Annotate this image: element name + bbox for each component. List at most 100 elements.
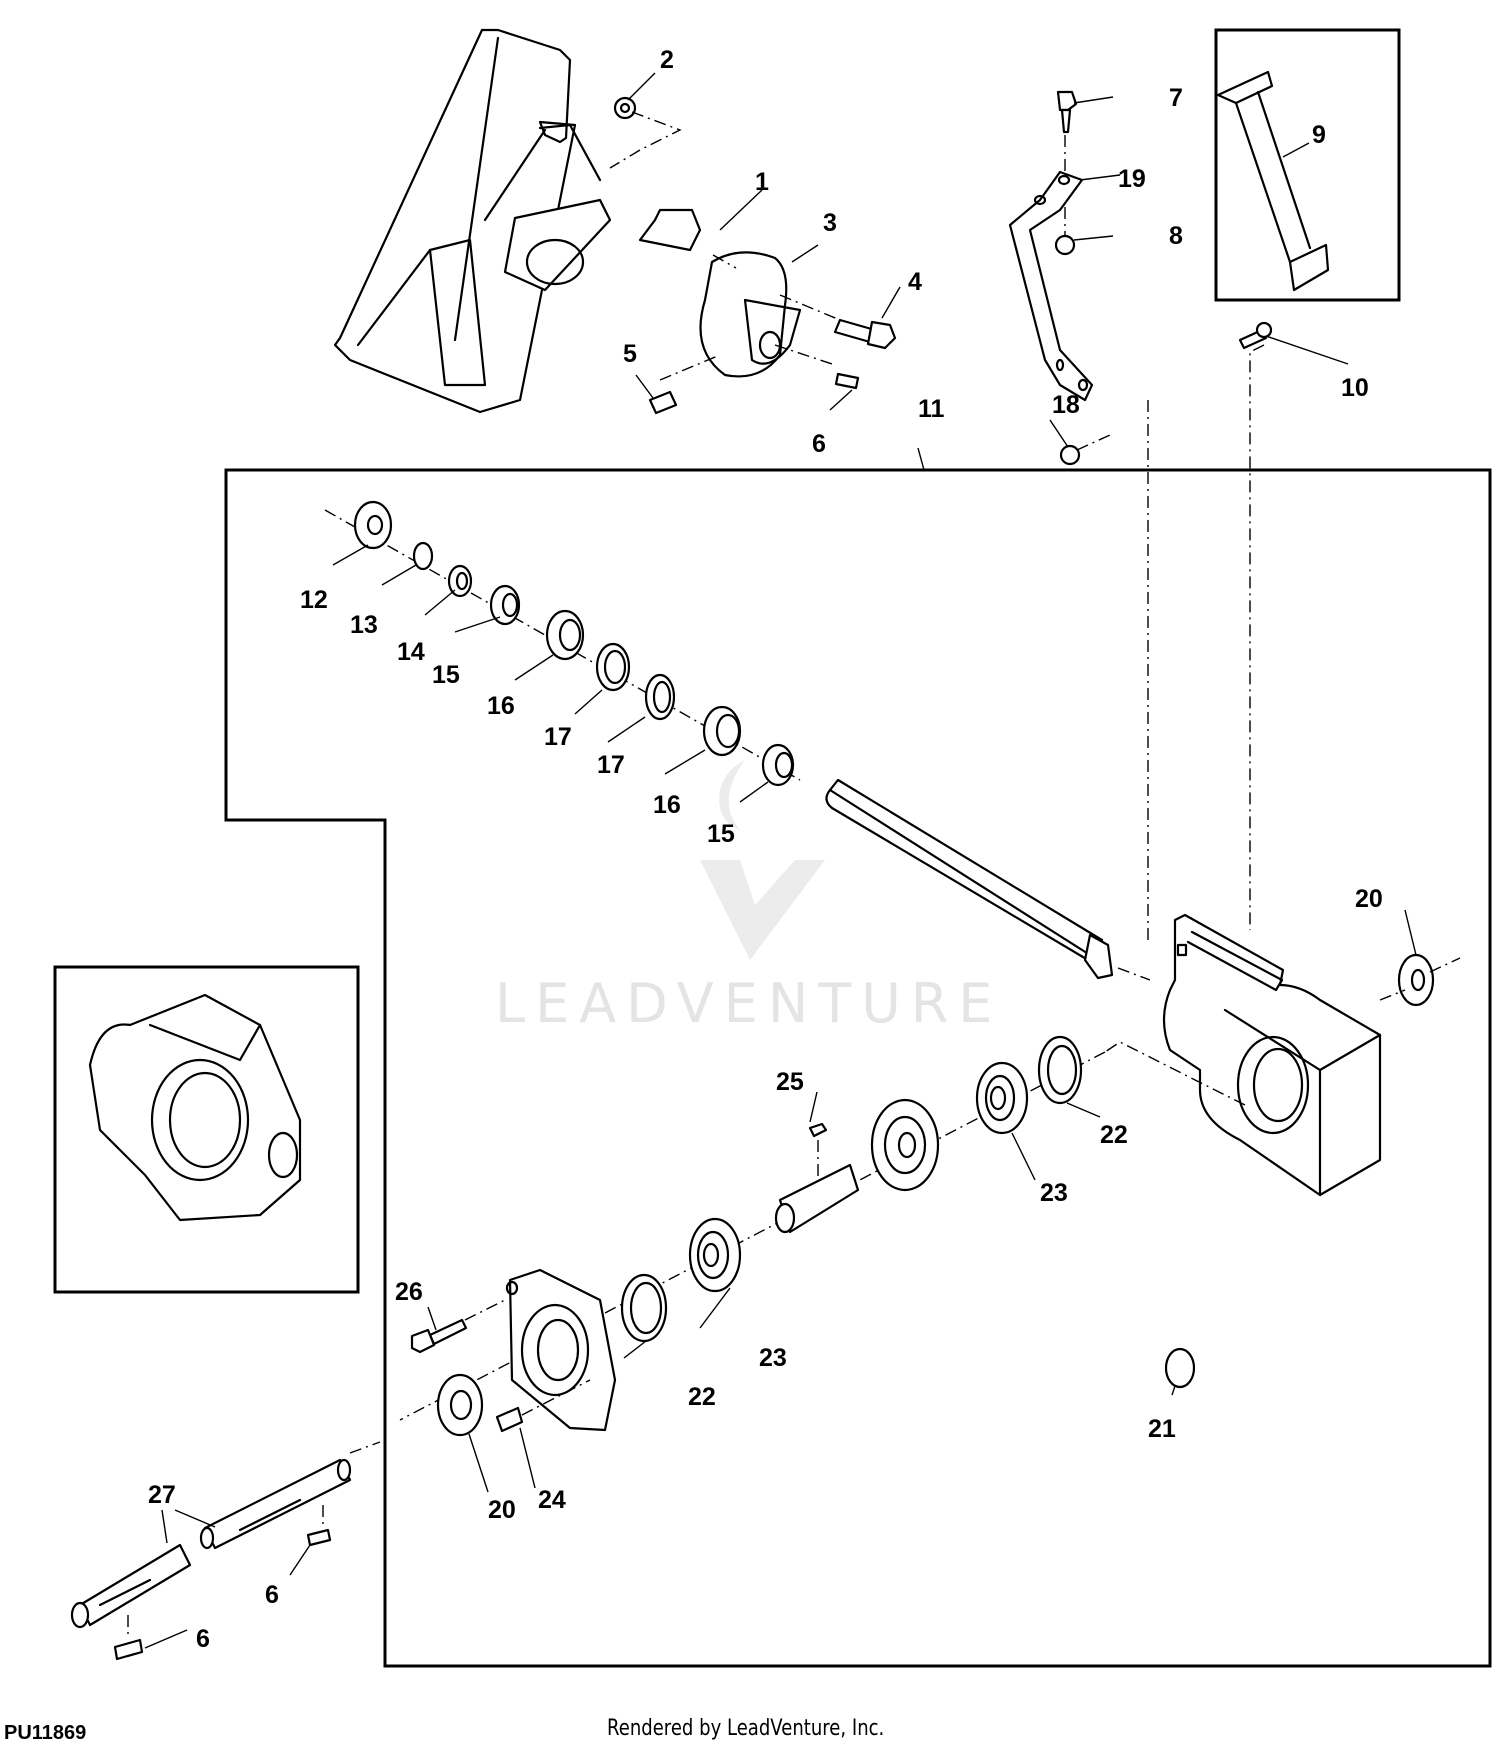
watermark-flame-icon <box>719 760 745 830</box>
assembly-line <box>774 344 836 366</box>
part-6-key[interactable] <box>113 1638 144 1661</box>
callout-23: 23 <box>1040 1179 1068 1207</box>
part-2-nut[interactable] <box>613 96 637 120</box>
part-6-key[interactable] <box>834 372 860 390</box>
gear[interactable] <box>870 1098 940 1192</box>
assembly-line <box>1249 344 1265 930</box>
axis-line <box>1379 989 1406 1001</box>
part-27-shaft[interactable] <box>70 1458 352 1629</box>
watermark: LEADVENTURE <box>495 760 1002 1035</box>
callout-15: 15 <box>707 820 735 848</box>
watermark-text: LEADVENTURE <box>495 972 1002 1035</box>
assembly-line <box>712 254 737 269</box>
part-3-flange[interactable] <box>699 251 802 378</box>
callout-12: 12 <box>300 586 328 614</box>
callout-14: 14 <box>397 638 425 666</box>
assembly-line <box>609 111 682 169</box>
gear-case-inset-drawing <box>88 993 302 1222</box>
part-14-washer[interactable] <box>447 564 473 598</box>
part-22-shim[interactable] <box>620 1273 668 1343</box>
callout-19: 19 <box>1118 165 1146 193</box>
callout-13: 13 <box>350 611 378 639</box>
callout-2: 2 <box>660 46 674 74</box>
assembly-line <box>659 354 721 381</box>
drive-shaft[interactable] <box>825 778 1114 980</box>
callout-4: 4 <box>908 268 922 296</box>
callout-20: 20 <box>488 1496 516 1524</box>
part-17-snap-ring[interactable] <box>595 642 631 692</box>
part-15-bearing-cone[interactable] <box>489 584 521 626</box>
part-24-set-screw[interactable] <box>495 1406 524 1433</box>
inset-box-gear-case-view <box>53 965 360 1294</box>
callout-16: 16 <box>653 791 681 819</box>
axis-line <box>1117 967 1151 981</box>
leader-line <box>917 447 925 471</box>
leader-lines <box>144 72 1417 1649</box>
gear-shaft[interactable] <box>774 1163 860 1234</box>
gear-case-housing[interactable] <box>1162 913 1382 1197</box>
axis-line <box>464 1299 506 1321</box>
callout-1: 1 <box>755 168 769 196</box>
callout-17: 17 <box>544 723 572 751</box>
part-12-seal[interactable] <box>353 500 393 550</box>
axis-line <box>1104 1041 1246 1106</box>
part-16-bearing-cup[interactable] <box>702 705 742 757</box>
callout-21: 21 <box>1148 1415 1176 1443</box>
callout-5: 5 <box>623 340 637 368</box>
callout-27: 27 <box>148 1481 176 1509</box>
callout-3: 3 <box>823 209 837 237</box>
gear-case-assembly-boundary <box>224 468 1492 1668</box>
callout-18: 18 <box>1052 391 1080 419</box>
figure-id: PU11869 <box>4 1722 87 1744</box>
watermark-logo-icon <box>700 860 825 960</box>
callout-22: 22 <box>1100 1121 1128 1149</box>
callout-10: 10 <box>1341 374 1369 402</box>
callout-17: 17 <box>597 751 625 779</box>
part-23-ball-bearing[interactable] <box>975 1061 1029 1135</box>
part-26-bolt[interactable] <box>410 1318 468 1354</box>
callout-16: 16 <box>487 692 515 720</box>
part-18-nut[interactable] <box>1059 444 1081 466</box>
part-17-snap-ring[interactable] <box>644 673 676 721</box>
callout-8: 8 <box>1169 222 1183 250</box>
part-16-bearing-cup[interactable] <box>545 609 585 661</box>
callout-6: 6 <box>265 1581 279 1609</box>
callout-7: 7 <box>1169 84 1183 112</box>
callout-25: 25 <box>776 1068 804 1096</box>
part-15-bearing-cone[interactable] <box>761 743 795 787</box>
callout-20: 20 <box>1355 885 1383 913</box>
assembly-line <box>1076 434 1111 451</box>
callout-6: 6 <box>812 430 826 458</box>
callout-6: 6 <box>196 1625 210 1653</box>
part-7-bolt[interactable] <box>1056 90 1078 134</box>
part-20-seal[interactable] <box>1397 953 1435 1007</box>
part-6-key[interactable] <box>306 1528 332 1547</box>
part-8-nut[interactable] <box>1054 234 1076 256</box>
part-23-ball-bearing[interactable] <box>688 1217 742 1293</box>
inset-box-part-9 <box>1214 28 1401 302</box>
assembly-line <box>779 294 841 321</box>
callout-24: 24 <box>538 1486 566 1514</box>
callout-11: 11 <box>918 395 945 423</box>
render-credit: Rendered by LeadVenture, Inc. <box>607 1716 885 1741</box>
part-4-bolt[interactable] <box>833 318 897 350</box>
callout-15: 15 <box>432 661 460 689</box>
callout-23: 23 <box>759 1344 787 1372</box>
axis-line <box>1429 957 1461 973</box>
part-21-plug[interactable] <box>1164 1347 1196 1389</box>
part-9-brace[interactable] <box>1216 70 1330 292</box>
part-22-shim[interactable] <box>1037 1035 1083 1105</box>
part-10-screw[interactable] <box>1238 321 1273 350</box>
callout-9: 9 <box>1312 121 1326 149</box>
callout-26: 26 <box>395 1278 423 1306</box>
part-19-bracket[interactable] <box>1008 170 1094 402</box>
part-20-seal[interactable] <box>436 1373 484 1437</box>
part-25-key[interactable] <box>808 1122 828 1138</box>
axis-line <box>349 1441 381 1454</box>
part-1-chute-bracket[interactable] <box>333 28 702 414</box>
part-13-snap-ring[interactable] <box>412 541 434 571</box>
callout-labels: 2 1 3 4 5 6 7 19 8 9 10 11 18 12 13 14 1… <box>148 46 1383 1653</box>
bearing-housing-plate[interactable] <box>505 1268 617 1432</box>
part-5-set-screw[interactable] <box>648 390 678 415</box>
